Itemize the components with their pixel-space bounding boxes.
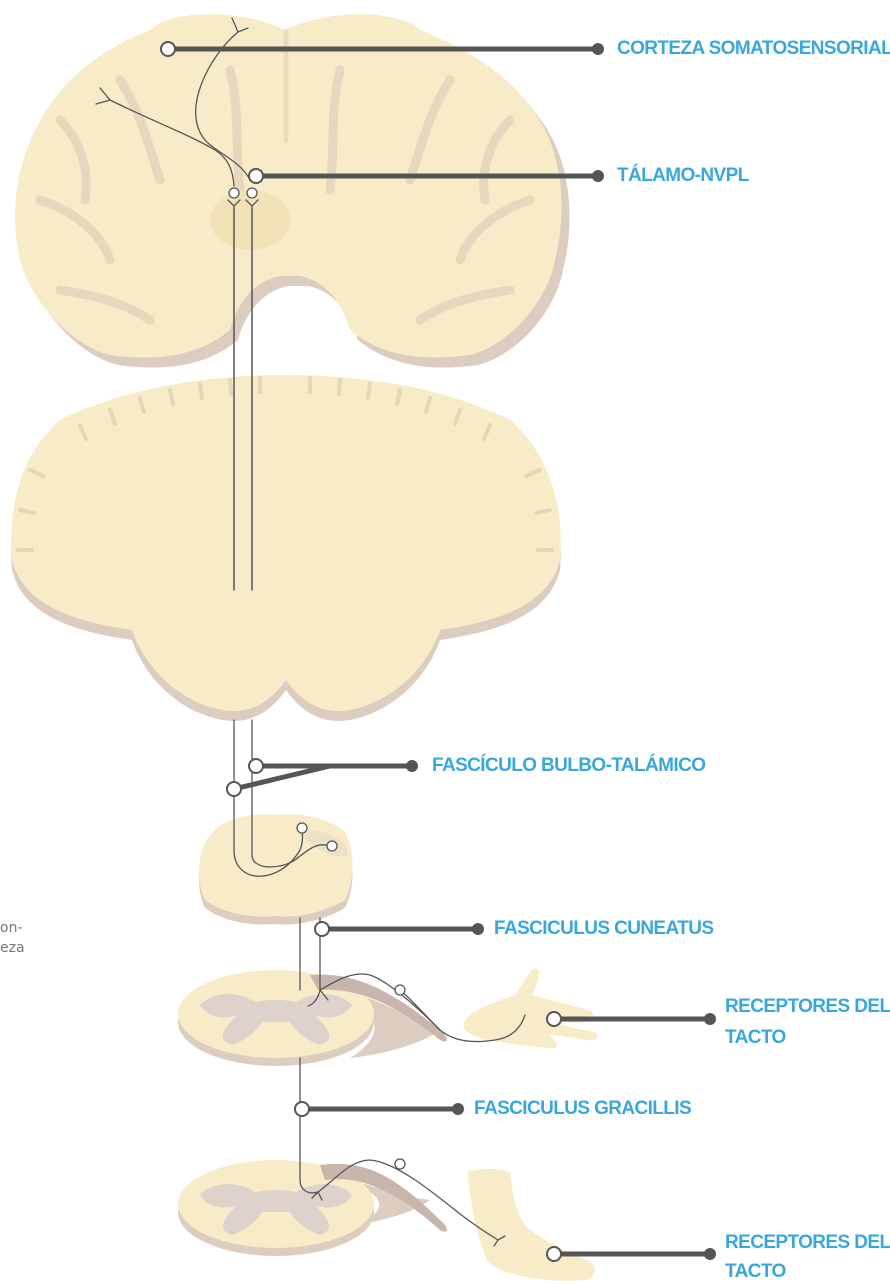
label-receptores-mano-line1: RECEPTORES DEL [725,995,890,1018]
label-fasciculus-cuneatus: FASCICULUS CUNEATUS [494,917,713,940]
cutoff-caption-line2: eza [0,938,25,958]
pons-section [11,375,561,721]
label-fasciculus-gracillis: FASCICULUS GRACILLIS [474,1097,691,1120]
medulla-section [199,814,353,924]
brain-coronal-section [15,14,570,367]
label-fasciculo-bulbo-talamico: FASCÍCULO BULBO-TALÁMICO [432,754,705,777]
spinal-cord-cervical [178,970,447,1066]
label-receptores-pie-line2: TACTO [725,1260,786,1283]
label-receptores-mano-line2: TACTO [725,1026,786,1049]
cutoff-caption-line1: on- [0,918,23,938]
hand [464,969,598,1048]
label-talamo-nvpl: TÁLAMO-NVPL [617,164,749,187]
label-corteza-somatosensorial: CORTEZA SOMATOSENSORIAL [617,37,890,60]
foot [468,1169,595,1281]
label-receptores-pie-line1: RECEPTORES DEL [725,1231,890,1254]
